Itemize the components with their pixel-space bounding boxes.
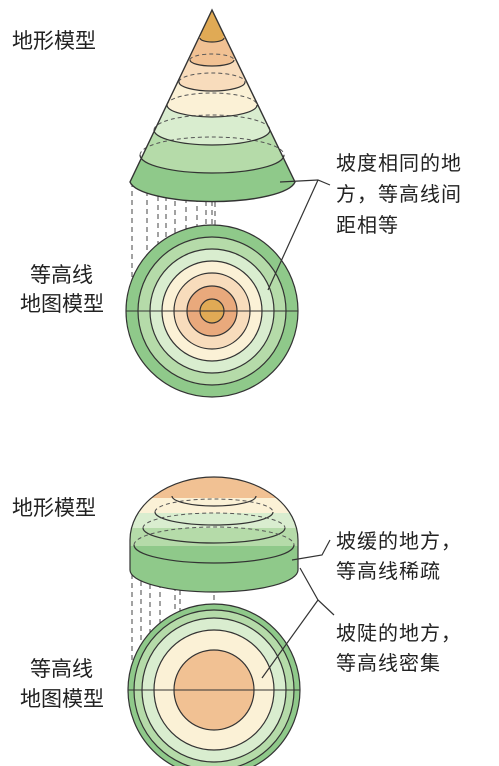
cone-note-line3: 距相等 [336,213,399,237]
dome-callout-lines [261,539,335,679]
dome-steep-line2: 等高线密集 [336,651,441,675]
cone-callout-lines [267,179,331,291]
cone-model-label: 地形模型 [12,29,96,53]
cone-contour-label-line2: 地图模型 [20,292,104,316]
dome-contour-label-line1: 等高线 [30,657,93,681]
dome-model-label: 地形模型 [12,496,96,520]
cone-note-line1: 坡度相同的地 [336,151,462,175]
dome-gentle-line2: 等高线稀疏 [336,559,441,583]
cone-contour-map [125,224,299,398]
dome-terrain-model [129,476,299,760]
dome-gentle-line1: 坡缓的地方， [336,529,462,553]
cone-contour-label-line1: 等高线 [30,263,93,287]
dome-contour-map [127,603,301,766]
dome-steep-line1: 坡陡的地方， [336,621,462,645]
dome-contour-label-line2: 地图模型 [20,687,104,711]
cone-note-line2: 方，等高线间 [336,182,462,206]
